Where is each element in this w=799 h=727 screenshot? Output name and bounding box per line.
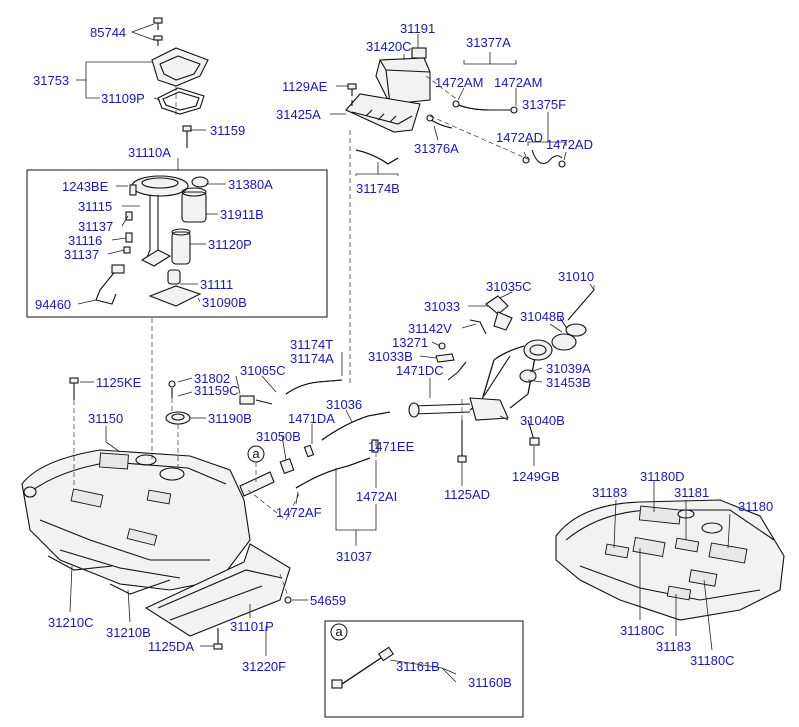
part-label-1471DC[interactable]: 1471DC: [396, 363, 444, 378]
part-label-31036[interactable]: 31036: [326, 397, 362, 412]
part-label-31210C[interactable]: 31210C: [48, 615, 94, 630]
part-label-31037[interactable]: 31037: [336, 549, 372, 564]
heat-shield: [144, 543, 291, 637]
part-label-31150[interactable]: 31150: [88, 411, 123, 426]
part-label-31210B[interactable]: 31210B: [106, 625, 151, 640]
part-label-13271[interactable]: 13271: [392, 335, 428, 350]
part-label-31161B[interactable]: 31161B: [396, 659, 440, 674]
part-label-31753[interactable]: 31753: [33, 73, 69, 88]
part-label-31010[interactable]: 31010: [558, 269, 594, 284]
part-label-1129AE[interactable]: 1129AE: [282, 79, 328, 94]
part-label-31120P[interactable]: 31120P: [208, 237, 252, 252]
part-label-31380A[interactable]: 31380A: [228, 177, 273, 192]
pad-31183-low: [666, 585, 692, 601]
fuel-pump-assembly-frame: [26, 169, 328, 318]
part-label-31802[interactable]: 31802: [194, 371, 230, 386]
part-label-1472AF[interactable]: 1472AF: [276, 505, 322, 520]
fuel-tank-main: [21, 449, 292, 650]
callout-a-main-text: a: [252, 446, 260, 461]
part-label-31040B[interactable]: 31040B: [520, 413, 565, 428]
part-label-31453B[interactable]: 31453B: [546, 375, 591, 390]
part-label-31911B[interactable]: 31911B: [220, 207, 264, 222]
part-label-1471EE[interactable]: 1471EE: [368, 439, 415, 454]
part-label-31137-upper[interactable]: 31137: [78, 219, 113, 234]
cover-plate-group: [151, 17, 209, 115]
fuel-tank-right: [555, 499, 785, 621]
part-label-31115[interactable]: 31115: [78, 199, 112, 214]
part-label-31035C[interactable]: 31035C: [486, 279, 532, 294]
bolt-85744: [153, 17, 163, 46]
part-label-31180[interactable]: 31180: [738, 499, 773, 514]
part-label-31180C-mid[interactable]: 31180C: [620, 623, 665, 638]
part-label-54659[interactable]: 54659: [310, 593, 346, 608]
part-label-31033[interactable]: 31033: [424, 299, 460, 314]
part-label-31048B[interactable]: 31048B: [520, 309, 565, 324]
part-label-31220F[interactable]: 31220F: [242, 659, 286, 674]
part-label-31420C[interactable]: 31420C: [366, 39, 412, 54]
part-label-94460[interactable]: 94460: [35, 297, 71, 312]
callout-a-inset[interactable]: a: [330, 623, 348, 641]
part-labels: 85744 31753 31109P 31159 31110A 1243BE 3…: [33, 21, 773, 690]
part-label-1125AD[interactable]: 1125AD: [444, 487, 490, 502]
part-label-31033B[interactable]: 31033B: [368, 349, 413, 364]
part-label-31181[interactable]: 31181: [674, 485, 709, 500]
pad-31180: [708, 542, 748, 564]
part-label-31159[interactable]: 31159: [210, 123, 245, 138]
part-label-31425A[interactable]: 31425A: [276, 107, 321, 122]
part-label-1471DA[interactable]: 1471DA: [288, 411, 335, 426]
leader-lines: [69, 23, 731, 683]
part-label-31101P[interactable]: 31101P: [230, 619, 274, 634]
detail-inset-frame: [324, 620, 524, 718]
gasket-31109P: [157, 87, 205, 115]
part-label-31174A[interactable]: 31174A: [290, 351, 334, 366]
part-label-31180C-low[interactable]: 31180C: [690, 653, 735, 668]
part-label-1472AD-right[interactable]: 1472AD: [546, 137, 593, 152]
part-label-1472AI[interactable]: 1472AI: [356, 489, 397, 504]
part-label-31174T[interactable]: 31174T: [290, 337, 333, 352]
part-label-31050B[interactable]: 31050B: [256, 429, 301, 444]
part-label-1472AM-left[interactable]: 1472AM: [435, 75, 483, 90]
part-label-31090B[interactable]: 31090B: [202, 295, 247, 310]
callout-a-main[interactable]: a: [247, 445, 265, 463]
part-label-31110A[interactable]: 31110A: [128, 145, 171, 160]
part-label-1472AD-left[interactable]: 1472AD: [496, 130, 543, 145]
part-label-85744[interactable]: 85744: [90, 25, 126, 40]
part-label-31174B[interactable]: 31174B: [356, 181, 400, 196]
pad-31181: [674, 537, 700, 553]
part-label-31160B[interactable]: 31160B: [468, 675, 512, 690]
part-label-31137-lower[interactable]: 31137: [64, 247, 99, 262]
inset-part-31160B: [331, 646, 394, 689]
part-label-31183-top[interactable]: 31183: [592, 485, 627, 500]
part-label-31159C[interactable]: 31159C: [194, 383, 239, 398]
part-label-31191[interactable]: 31191: [400, 21, 435, 36]
part-label-31180D[interactable]: 31180D: [640, 469, 685, 484]
part-label-31376A[interactable]: 31376A: [414, 141, 459, 156]
part-label-31190B[interactable]: 31190B: [208, 411, 252, 426]
part-label-31109P[interactable]: 31109P: [101, 91, 145, 106]
canister-assembly: [345, 47, 566, 168]
part-label-1125DA[interactable]: 1125DA: [148, 639, 194, 654]
part-label-31111[interactable]: 31111: [200, 277, 233, 292]
part-label-1249GB[interactable]: 1249GB: [512, 469, 560, 484]
part-label-31377A[interactable]: 31377A: [466, 35, 511, 50]
part-label-31039A[interactable]: 31039A: [546, 361, 591, 376]
part-label-1125KE[interactable]: 1125KE: [96, 375, 142, 390]
callout-a-inset-text: a: [335, 624, 343, 639]
part-label-1472AM-right[interactable]: 1472AM: [494, 75, 542, 90]
cover-plate: [151, 47, 209, 87]
part-label-31116[interactable]: 31116: [68, 233, 102, 248]
pad-31183-top: [604, 543, 630, 559]
filler-neck-assembly: [408, 289, 595, 463]
pad-31180C-low: [688, 569, 718, 587]
part-label-1243BE[interactable]: 1243BE: [62, 179, 109, 194]
pad-31180C-mid: [632, 536, 666, 558]
part-label-31375F[interactable]: 31375F: [522, 97, 566, 112]
part-label-31142V[interactable]: 31142V: [408, 321, 452, 336]
fuel-pump-assembly: [95, 125, 209, 307]
dashed-connectors: [73, 75, 595, 597]
part-label-31065C[interactable]: 31065C: [240, 363, 286, 378]
part-label-31183-low[interactable]: 31183: [656, 639, 691, 654]
